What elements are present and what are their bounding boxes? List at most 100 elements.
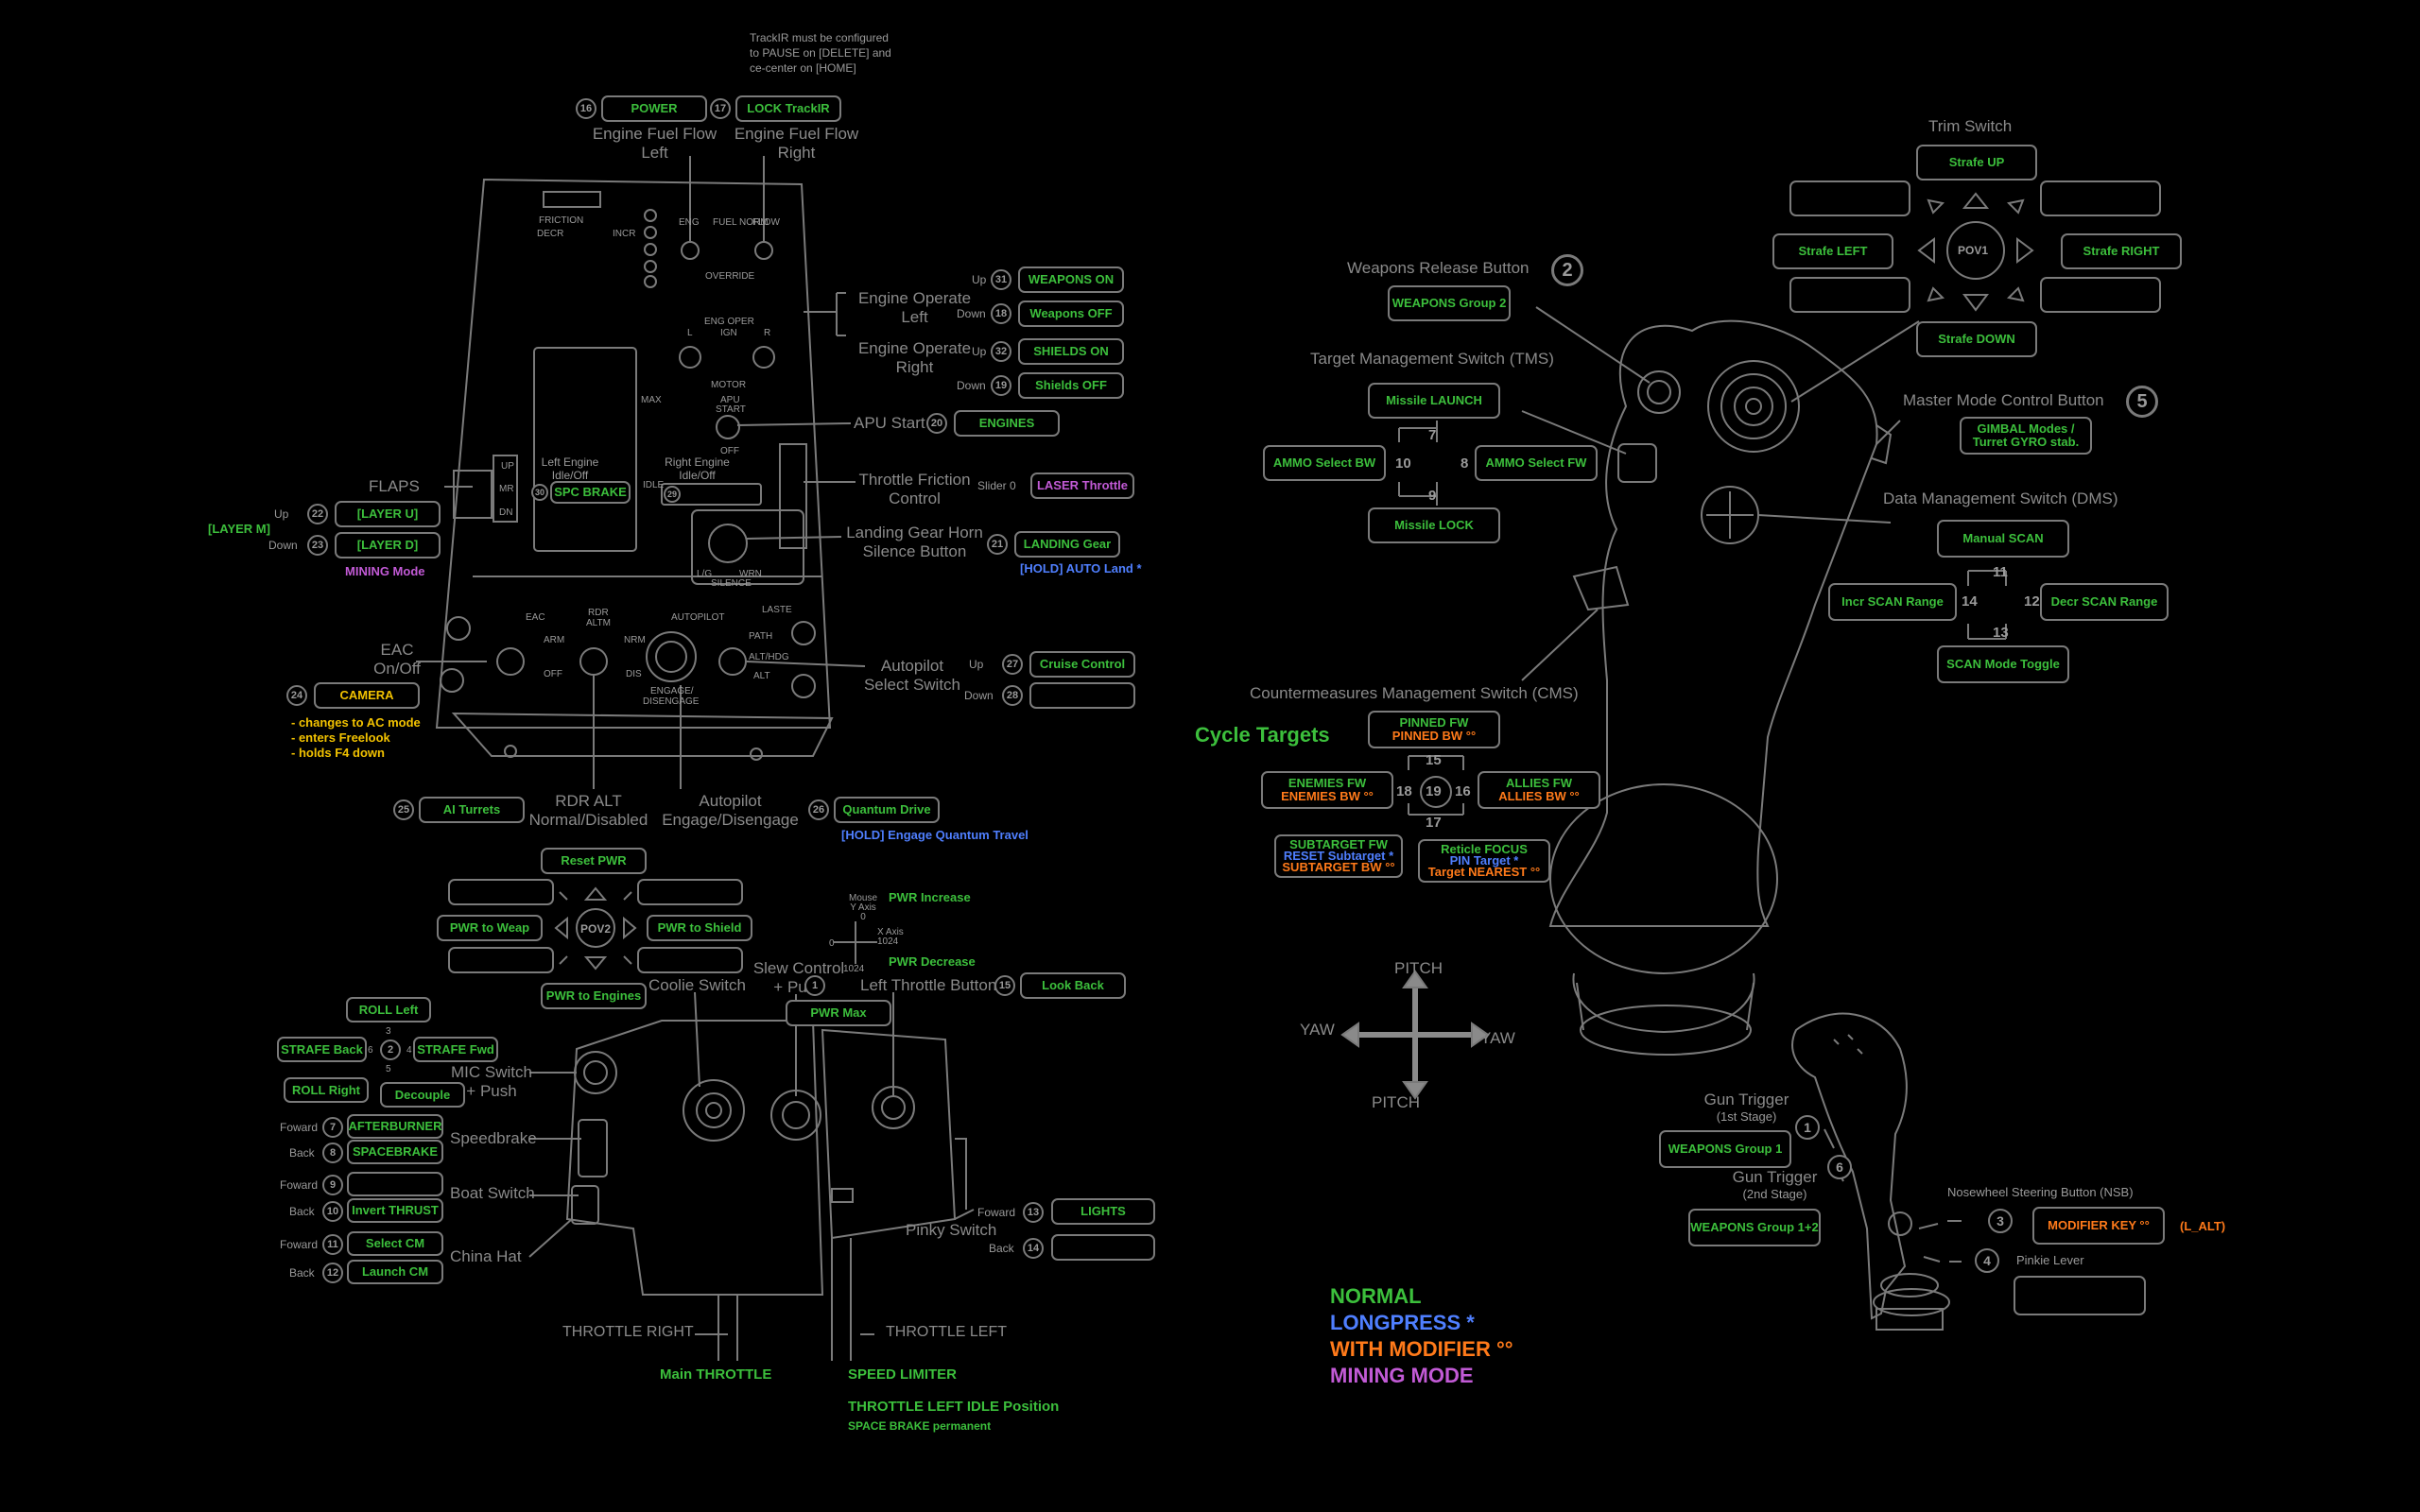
strafe-up-button[interactable]: Strafe UP	[1916, 145, 2037, 180]
roll-right-button[interactable]: ROLL Right	[284, 1077, 369, 1103]
strafe-back-button[interactable]: STRAFE Back	[277, 1037, 367, 1062]
missile-lock-button[interactable]: Missile LOCK	[1368, 507, 1500, 543]
boat-forward-button[interactable]	[347, 1172, 443, 1196]
lights-button[interactable]: LIGHTS	[1051, 1198, 1155, 1225]
throttle-right-label: THROTTLE RIGHT	[562, 1323, 694, 1342]
strafe-left-button[interactable]: Strafe LEFT	[1772, 233, 1893, 269]
pov1-label: POV1	[1958, 244, 1988, 257]
reticle-focus-button[interactable]: Reticle FOCUSPIN Target *Target NEAREST …	[1418, 839, 1550, 883]
re-2: Idle/Off	[662, 469, 733, 482]
boat-switch-label: Boat Switch	[450, 1184, 535, 1203]
trim-upright-button[interactable]	[2040, 180, 2161, 216]
power-button[interactable]: POWER	[601, 95, 707, 122]
enemies-button[interactable]: ENEMIES FWENEMIES BW °°	[1261, 771, 1393, 809]
reset-pwr-button[interactable]: Reset PWR	[541, 848, 647, 874]
pov2-downleft-button[interactable]	[448, 947, 554, 973]
lock-trackir-button[interactable]: LOCK TrackIR	[735, 95, 841, 122]
look-back-button[interactable]: Look Back	[1020, 972, 1126, 999]
subtarget-bw: SUBTARGET BW °°	[1282, 862, 1394, 873]
weapons-group-1-button[interactable]: WEAPONS Group 1	[1659, 1130, 1791, 1168]
pinkie-lever-label: Pinkie Lever	[2016, 1253, 2084, 1267]
hat-num-3: 3	[386, 1026, 391, 1037]
pwr-to-weap-button[interactable]: PWR to Weap	[437, 915, 543, 941]
weapons-group-2-button[interactable]: WEAPONS Group 2	[1388, 285, 1511, 321]
select-cm-button[interactable]: Select CM	[347, 1231, 443, 1256]
enemies-fw: ENEMIES FW	[1288, 777, 1366, 790]
pwr-max-button[interactable]: PWR Max	[786, 1000, 891, 1026]
incr-scan-range-button[interactable]: Incr SCAN Range	[1828, 583, 1957, 621]
trim-downright-button[interactable]	[2040, 277, 2161, 313]
pov2-downright-button[interactable]	[637, 947, 743, 973]
pinned-button[interactable]: PINNED FWPINNED BW °°	[1368, 711, 1500, 748]
strafe-down-button[interactable]: Strafe DOWN	[1916, 321, 2037, 357]
camera-notes: - changes to AC mode - enters Freelook -…	[291, 715, 421, 761]
camera-note-3: - holds F4 down	[291, 746, 421, 761]
gimbal-modes-button[interactable]: GIMBAL Modes /Turret GYRO stab.	[1960, 417, 2092, 455]
layer-d-button[interactable]: [LAYER D]	[335, 532, 441, 558]
decr-scan-range-button[interactable]: Decr SCAN Range	[2040, 583, 2169, 621]
strafe-fwd-button[interactable]: STRAFE Fwd	[413, 1037, 498, 1062]
ai-turrets-button[interactable]: AI Turrets	[419, 797, 525, 823]
btn-num-12: 12	[322, 1263, 343, 1283]
pov2-upleft-button[interactable]	[448, 879, 554, 905]
pinky-back-button[interactable]	[1051, 1234, 1155, 1261]
pov2-upright-button[interactable]	[637, 879, 743, 905]
roll-left-button[interactable]: ROLL Left	[346, 997, 431, 1022]
afterburner-button[interactable]: AFTERBURNER	[347, 1114, 443, 1139]
layer-m-label: [LAYER M]	[208, 522, 270, 536]
panel-alt: ALT	[753, 671, 770, 681]
landing-gear-button[interactable]: LANDING Gear	[1014, 531, 1120, 558]
coolie-switch-label: Coolie Switch	[648, 976, 746, 995]
camera-button[interactable]: CAMERA	[314, 682, 420, 709]
x-axis-label: X Axis1024	[877, 928, 904, 947]
nsb-label: Nosewheel Steering Button (NSB)	[1947, 1185, 2134, 1199]
allies-button[interactable]: ALLIES FWALLIES BW °°	[1478, 771, 1600, 809]
laser-throttle-slider[interactable]: LASER Throttle	[1030, 472, 1134, 499]
btn-num-14: 14	[1023, 1238, 1044, 1259]
pwr-to-engines-button[interactable]: PWR to Engines	[541, 983, 647, 1009]
weapons-off-button[interactable]: Weapons OFF	[1018, 301, 1124, 327]
missile-launch-button[interactable]: Missile LAUNCH	[1368, 383, 1500, 419]
btn-num-1: 1	[804, 975, 825, 996]
panel-flow: FLOW	[752, 217, 780, 228]
scan-mode-toggle-button[interactable]: SCAN Mode Toggle	[1937, 645, 2069, 683]
layer-u-button[interactable]: [LAYER U]	[335, 501, 441, 527]
panel-rdr: RDR	[588, 608, 609, 618]
ammo-select-fw-button[interactable]: AMMO Select FW	[1475, 445, 1598, 481]
shields-off-button[interactable]: Shields OFF	[1018, 372, 1124, 399]
strafe-right-button[interactable]: Strafe RIGHT	[2061, 233, 2182, 269]
tms-num-8: 8	[1461, 455, 1468, 473]
autopilot-select-label: AutopilotSelect Switch	[851, 657, 974, 695]
engine-operate-right-label: Engine OperateRight	[851, 339, 978, 377]
shields-on-button[interactable]: SHIELDS ON	[1018, 338, 1124, 365]
quantum-drive-button[interactable]: Quantum Drive	[834, 797, 940, 823]
launch-cm-button[interactable]: Launch CM	[347, 1260, 443, 1284]
autopilot-down-button[interactable]	[1029, 682, 1135, 709]
stick-btn-num-1: 1	[1795, 1115, 1820, 1140]
panel-override: OVERRIDE	[705, 271, 754, 282]
cruise-control-button[interactable]: Cruise Control	[1029, 651, 1135, 678]
pinkie-lever-button[interactable]	[2014, 1276, 2146, 1315]
panel-incr: INCR	[613, 229, 635, 239]
weapons-on-button[interactable]: WEAPONS ON	[1018, 266, 1124, 293]
gt2-1: Gun Trigger	[1711, 1169, 1839, 1186]
manual-scan-button[interactable]: Manual SCAN	[1937, 520, 2069, 558]
legend-normal: NORMAL	[1330, 1283, 1513, 1310]
tms-num-7: 7	[1428, 426, 1436, 445]
weapons-group-1-2-button[interactable]: WEAPONS Group 1+2	[1688, 1209, 1821, 1246]
invert-thrust-button[interactable]: Invert THRUST	[347, 1198, 443, 1223]
modifier-key-button[interactable]: MODIFIER KEY °°	[2032, 1207, 2165, 1245]
down-label: Down	[957, 307, 986, 320]
panel-motor: MOTOR	[711, 380, 746, 390]
trim-downleft-button[interactable]	[1789, 277, 1910, 313]
engines-button[interactable]: ENGINES	[954, 410, 1060, 437]
eff-left-1: Engine Fuel Flow	[586, 125, 723, 144]
spc-brake-button[interactable]: SPC BRAKE	[550, 481, 631, 504]
subtarget-button[interactable]: SUBTARGET FWRESET Subtarget *SUBTARGET B…	[1274, 834, 1403, 878]
spacebrake-button[interactable]: SPACEBRAKE	[347, 1140, 443, 1164]
rdr-2: Normal/Disabled	[525, 811, 652, 830]
ammo-select-bw-button[interactable]: AMMO Select BW	[1263, 445, 1386, 481]
eac-2: On/Off	[350, 660, 444, 679]
trim-upleft-button[interactable]	[1789, 180, 1910, 216]
pwr-to-shield-button[interactable]: PWR to Shield	[647, 915, 752, 941]
